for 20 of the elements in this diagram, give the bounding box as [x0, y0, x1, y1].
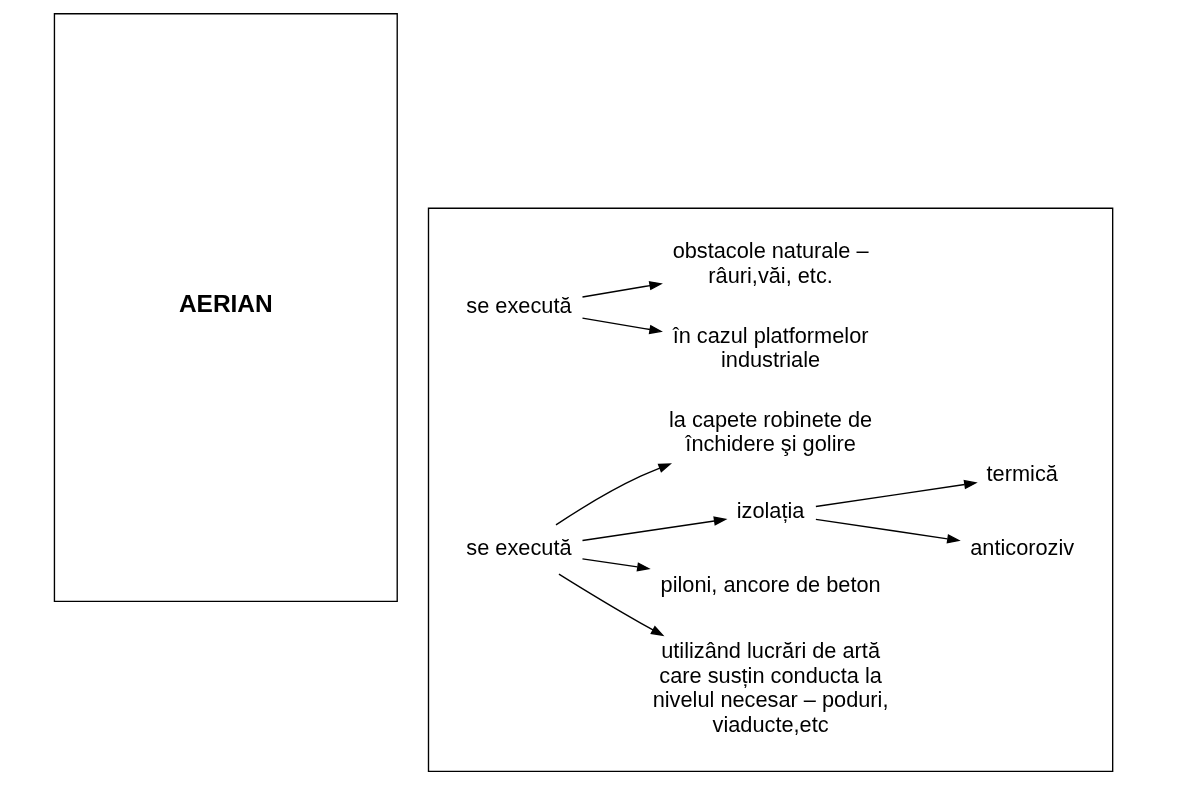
cluster: [427, 207, 1114, 773]
node-text: piloni, ancore de beton: [660, 571, 881, 597]
node-text: utilizând lucrări de artă care susțin conducta la nivelul necesar – poduri, viaducte,etc: [652, 638, 889, 737]
node-text: se execută: [466, 534, 572, 560]
node-text: izolația: [736, 498, 805, 524]
node-text: în cazul platformelor industriale: [672, 322, 869, 373]
arrow: [581, 317, 663, 335]
arrow: [815, 479, 978, 508]
node-text: anticoroziv: [970, 534, 1075, 560]
arrow: [815, 518, 961, 544]
arrow: [555, 463, 672, 526]
arrow: [581, 280, 663, 298]
node-text: se execută: [466, 292, 572, 318]
arrow: [581, 558, 651, 572]
arrow: [581, 516, 728, 542]
node-text: termică: [986, 461, 1058, 487]
node-text: la capete robinete de închidere şi golire: [669, 406, 873, 457]
arrow: [558, 573, 665, 637]
node-text: obstacole naturale – râuri,văi, etc.: [672, 238, 869, 288]
node-box: AERIAN: [53, 13, 398, 603]
